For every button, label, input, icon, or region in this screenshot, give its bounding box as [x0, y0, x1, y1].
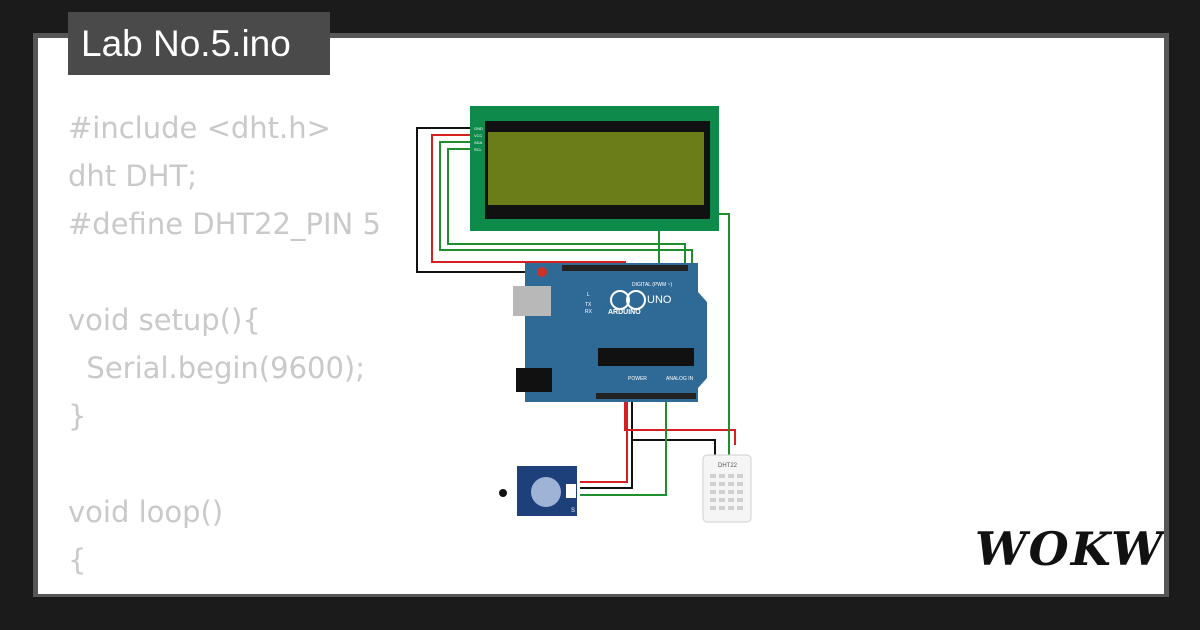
sensor-vent — [728, 498, 734, 502]
analog-label: ANALOG IN — [666, 376, 694, 382]
digital-label: DIGITAL (PWM ~) — [632, 282, 672, 288]
code-line: } — [68, 399, 87, 433]
code-preview: #include <dht.h> dht DHT; #define DHT22_PI… — [68, 104, 591, 594]
code-line: void loop() — [68, 495, 224, 529]
code-line: #include <dht.h> — [68, 111, 331, 145]
sensor-vent — [728, 482, 734, 486]
preview-card[interactable]: #include <dht.h> dht DHT; #define DHT22_PI… — [38, 38, 1164, 594]
sensor-vent — [719, 498, 725, 502]
rx-label: RX — [585, 309, 593, 315]
module-label: S — [571, 508, 575, 514]
lcd-pin-label: VCC — [474, 133, 483, 138]
sensor-vent — [728, 506, 734, 510]
sensor-vent — [737, 490, 743, 494]
board-brand: ARDUINO — [608, 309, 641, 316]
power-label: POWER — [628, 376, 647, 382]
lcd-display[interactable]: GND VCC SDA SCL — [470, 106, 719, 231]
led-black — [499, 489, 507, 497]
code-line: dht DHT; — [68, 159, 197, 193]
sensor-vent — [719, 482, 725, 486]
sensor-vent — [728, 490, 734, 494]
lcd-pin-label: GND — [474, 126, 483, 131]
lcd-pin-label: SDA — [474, 140, 483, 145]
code-line: { — [68, 543, 87, 577]
sensor-label: DHT22 — [718, 463, 738, 469]
wire-vcc-red — [431, 134, 736, 445]
input-module[interactable]: S — [499, 466, 577, 516]
sensor-vent — [719, 506, 725, 510]
sensor-vent — [737, 506, 743, 510]
usb-port — [513, 286, 551, 316]
reset-button — [537, 267, 547, 277]
atmega-chip — [598, 348, 694, 366]
wokwi-logo[interactable]: WOKWi — [975, 522, 1164, 576]
tx-label: TX — [585, 302, 592, 308]
board-name: UNO — [647, 294, 672, 306]
dht22-sensor[interactable]: DHT22 — [702, 454, 752, 523]
wire-dht-gnd — [632, 439, 716, 455]
sensor-vent — [719, 474, 725, 478]
project-title: Lab No.5.ino — [68, 12, 330, 75]
circuit-diagram: GND VCC SDA SCL UNO ARDUINO DIGITAL (PWM ~)… — [416, 106, 752, 523]
code-line: #define DHT22_PIN 5 — [68, 207, 381, 241]
wire-gnd-black — [416, 127, 633, 489]
sensor-vent — [710, 490, 716, 494]
sensor-vent — [710, 498, 716, 502]
code-line: Serial.begin(9600); — [68, 351, 366, 385]
l-label: L — [587, 292, 590, 298]
analog-header — [596, 393, 696, 399]
code-line: int chk = DHT.read22(DHT22_PIN); — [68, 584, 590, 594]
wire-module-sig — [580, 400, 667, 496]
sensor-vent — [737, 482, 743, 486]
sensor-vent — [719, 490, 725, 494]
digital-header — [562, 265, 688, 271]
sensor-vent — [710, 482, 716, 486]
sensor-vent — [737, 474, 743, 478]
power-jack — [516, 368, 552, 392]
sensor-vent — [710, 506, 716, 510]
wire-module-vcc — [580, 400, 628, 483]
arduino-uno-board[interactable]: UNO ARDUINO DIGITAL (PWM ~) POWER ANALOG… — [513, 263, 707, 402]
sensor-vent — [728, 474, 734, 478]
sensor-vent — [737, 498, 743, 502]
lcd-pin-label: SCL — [474, 147, 483, 152]
sensor-vent — [710, 474, 716, 478]
code-line: void setup(){ — [68, 303, 261, 337]
